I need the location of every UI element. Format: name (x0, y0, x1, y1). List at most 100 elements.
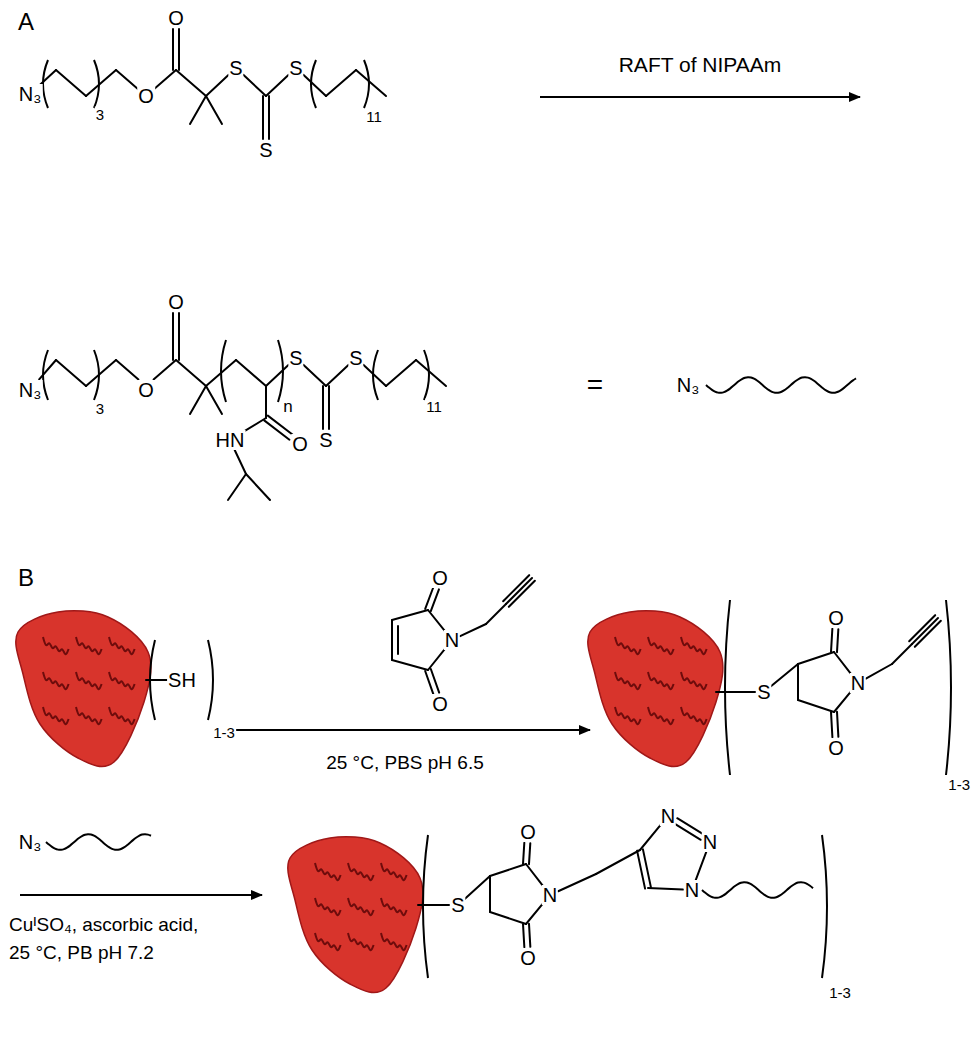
chemical-bond (837, 629, 838, 652)
chemical-bond (834, 690, 852, 712)
atom-label: S (288, 348, 303, 368)
chemical-bond (503, 575, 529, 601)
helix-stroke (348, 933, 374, 950)
helix-stroke (348, 898, 374, 915)
helix-stroke (109, 672, 135, 689)
equals-sign: = (586, 371, 604, 399)
repeat-bracket (94, 60, 99, 108)
chemical-bond (909, 615, 935, 641)
atom-label: O (431, 568, 449, 588)
helix-stroke (381, 933, 407, 950)
chemical-bond (529, 843, 530, 864)
chemical-bond (246, 474, 270, 500)
helix-stroke (681, 637, 707, 654)
chemical-bond (154, 70, 176, 89)
reaction-arrow (540, 96, 860, 98)
chemical-bond (206, 96, 222, 124)
atom-label: O (167, 292, 185, 312)
repeat-bracket (423, 835, 428, 978)
chemical-bond (386, 360, 416, 386)
subscript: 1-3 (828, 985, 852, 1000)
chemical-bond (523, 843, 524, 864)
chemical-bond (695, 850, 707, 881)
chemical-bond (915, 621, 941, 647)
helix-stroke (615, 672, 641, 689)
subscript: 3 (95, 401, 105, 416)
repeat-bracket (150, 640, 155, 720)
polymer-chain (706, 377, 856, 393)
protein-body (288, 837, 423, 993)
atom-label: N (684, 880, 700, 900)
atom-label: S (450, 895, 465, 915)
atom-label: O (137, 380, 155, 400)
chemical-bond (206, 75, 229, 96)
protein-body (588, 611, 723, 767)
reaction-condition: CuᴵSO₄, ascorbic acid, (8, 915, 199, 934)
repeat-bracket (373, 350, 378, 400)
chemical-bond (116, 70, 138, 89)
helix-stroke (615, 637, 641, 654)
protein-illustration (588, 611, 723, 767)
chemical-bond (39, 360, 56, 379)
chemical-bond (465, 876, 490, 899)
helix-stroke (681, 672, 707, 689)
atom-label: O (137, 86, 155, 106)
panel-letter: A (17, 10, 35, 34)
chemical-bond (86, 70, 116, 96)
chemical-bond (798, 652, 834, 664)
chemical-bond (172, 29, 174, 70)
helix-stroke (648, 707, 674, 724)
chemical-bond (397, 626, 399, 654)
chemical-bond (674, 823, 701, 840)
chemical-bond (489, 876, 491, 912)
chemical-bond (716, 691, 755, 693)
subscript: 11 (425, 399, 443, 414)
helix-stroke (648, 672, 674, 689)
atom-label: S (318, 430, 333, 450)
chemical-bond (303, 75, 326, 96)
atom-label: N (444, 630, 460, 650)
chemical-bond (640, 823, 662, 850)
chemical-bond (86, 360, 116, 386)
chemical-bond (831, 629, 832, 652)
atom-label: S (228, 58, 243, 78)
chemical-bond (206, 386, 222, 414)
chemical-bond (243, 75, 266, 96)
chemical-bond (460, 624, 486, 636)
atom-label: N₃ (676, 375, 701, 395)
atom-label: S (348, 348, 363, 368)
chemical-bond (268, 96, 270, 139)
atom-label: O (519, 822, 537, 842)
atom-label: S (756, 682, 771, 702)
chemical-bond (837, 712, 838, 737)
chemical-bond (490, 912, 526, 924)
chemical-bond (797, 664, 799, 700)
atom-label: N (660, 806, 676, 826)
reaction-arrow (225, 729, 590, 731)
atom-label: N (850, 673, 866, 693)
chemical-bond (596, 850, 640, 874)
chemical-bond (243, 418, 266, 432)
chemical-bond (56, 360, 86, 386)
atom-label: SH (167, 670, 197, 690)
atom-label: O (167, 8, 185, 28)
subscript: 11 (365, 109, 383, 124)
chemical-bond (328, 386, 330, 429)
helix-stroke (681, 707, 707, 724)
chemical-bond (892, 644, 912, 664)
atom-label: S (288, 58, 303, 78)
repeat-bracket (424, 350, 429, 400)
atom-label: N₃ (18, 84, 43, 104)
helix-stroke (109, 707, 135, 724)
atom-label: N₃ (18, 832, 43, 852)
chemical-bond (303, 365, 326, 386)
chemical-bond (529, 924, 530, 947)
chemical-bond (428, 647, 446, 670)
chemical-bond (236, 360, 266, 386)
chemical-bond (771, 664, 798, 686)
helix-stroke (315, 863, 341, 880)
repeat-bracket (311, 60, 316, 108)
chemical-bond (648, 888, 683, 890)
